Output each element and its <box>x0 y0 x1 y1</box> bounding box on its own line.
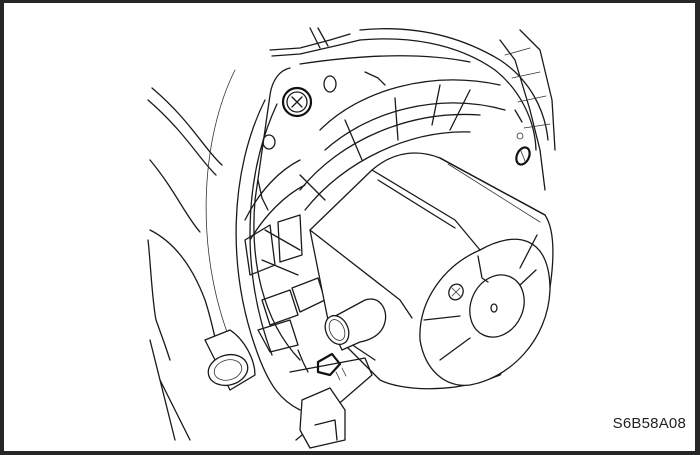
figure-code-label: S6B58A08 <box>612 415 686 432</box>
wire-harness <box>147 87 223 233</box>
screw-top-left <box>281 86 313 118</box>
electrical-connector <box>289 357 373 449</box>
cylinder-boss <box>204 329 256 391</box>
blower-motor-illustration <box>147 27 556 449</box>
motor-nozzle <box>324 298 387 351</box>
nut-bottom <box>316 352 342 377</box>
illustration-canvas: S6B58A08 <box>4 3 695 451</box>
nut-right <box>515 146 531 166</box>
motor-body <box>309 152 554 390</box>
top-frame-ribs <box>269 27 556 191</box>
mounting-plate <box>244 55 524 373</box>
housing-outline <box>147 69 301 441</box>
